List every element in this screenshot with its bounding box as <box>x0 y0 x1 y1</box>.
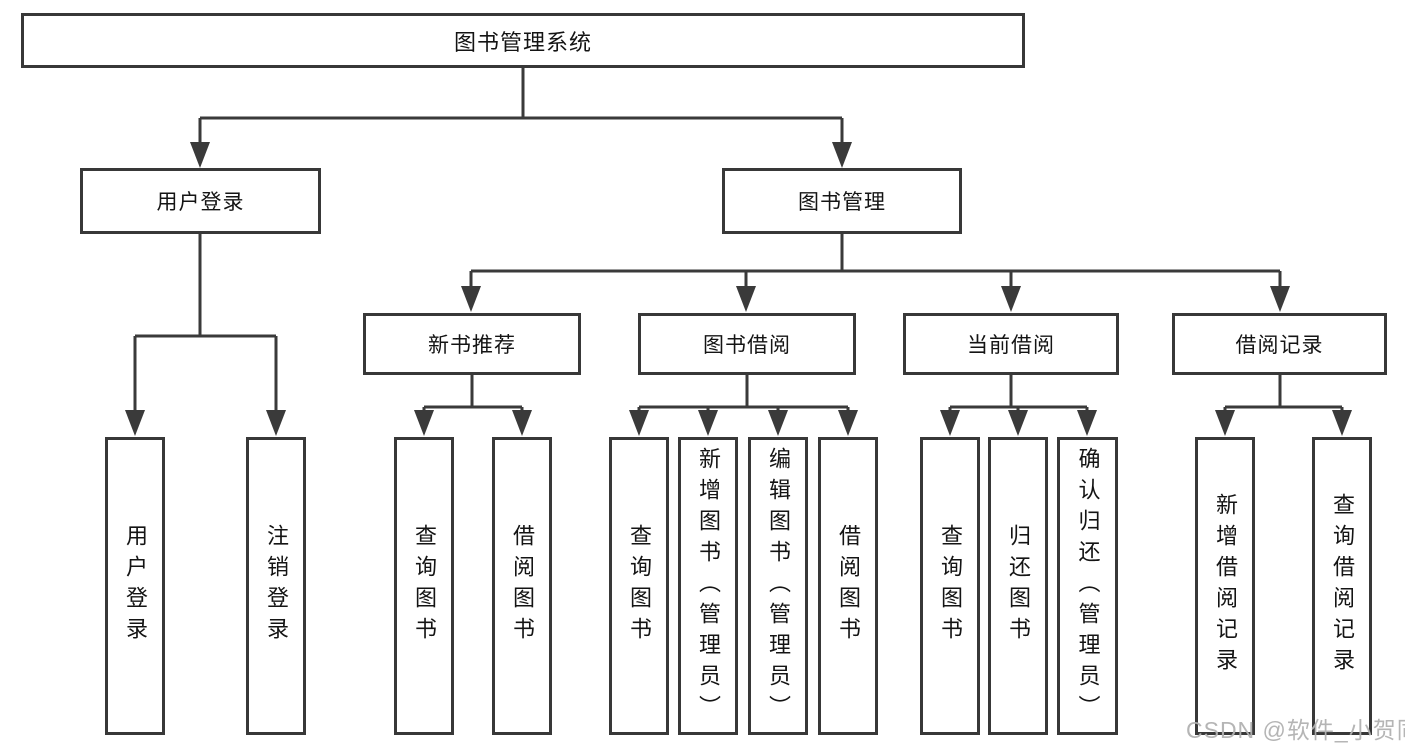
node-library-system: 图书管理系统 <box>21 13 1025 68</box>
leaf-query-book-recommend-label: 查询图书 <box>412 524 437 648</box>
leaf-query-borrow-record-label: 查询借阅记录 <box>1330 493 1355 679</box>
leaf-logout: 注销登录 <box>246 437 306 735</box>
leaf-add-borrow-record-label: 新增借阅记录 <box>1213 493 1238 679</box>
csdn-watermark: CSDN @软件_小贺同学 <box>1186 717 1405 743</box>
leaf-logout-label: 注销登录 <box>264 524 289 648</box>
node-new-book-recommend-label: 新书推荐 <box>428 334 516 357</box>
node-library-system-label: 图书管理系统 <box>453 29 592 55</box>
connector-userlogin-branch <box>133 234 278 412</box>
connector-newbook-branch <box>422 375 524 412</box>
connector-root-to-level2 <box>198 68 844 144</box>
leaf-query-book-borrow: 查询图书 <box>609 437 669 735</box>
leaf-add-book-admin: 新增图书（管理员） <box>678 437 738 735</box>
connector-borrow-branch <box>637 375 850 412</box>
node-user-login: 用户登录 <box>80 168 321 234</box>
connector-record-branch <box>1223 375 1344 412</box>
leaf-query-book-recommend: 查询图书 <box>394 437 454 735</box>
leaf-borrow-book-recommend: 借阅图书 <box>492 437 552 735</box>
leaf-query-book-current: 查询图书 <box>920 437 980 735</box>
leaf-borrow-book: 借阅图书 <box>818 437 878 735</box>
leaf-edit-book-admin: 编辑图书（管理员） <box>748 437 808 735</box>
leaf-borrow-book-label: 借阅图书 <box>836 524 861 648</box>
node-book-borrow-label: 图书借阅 <box>703 334 791 357</box>
connector-bookmgmt-branch <box>469 234 1282 288</box>
node-borrow-record: 借阅记录 <box>1172 313 1387 375</box>
leaf-query-book-borrow-label: 查询图书 <box>627 524 652 648</box>
arrowheads <box>125 142 1352 436</box>
leaf-confirm-return-admin-label: 确认归还（管理员） <box>1075 446 1101 726</box>
leaf-query-book-current-label: 查询图书 <box>938 524 963 648</box>
leaf-return-book: 归还图书 <box>988 437 1048 735</box>
node-new-book-recommend: 新书推荐 <box>363 313 581 375</box>
leaf-confirm-return-admin: 确认归还（管理员） <box>1057 437 1118 735</box>
node-borrow-record-label: 借阅记录 <box>1235 334 1324 357</box>
leaf-borrow-book-recommend-label: 借阅图书 <box>510 524 535 648</box>
node-user-login-label: 用户登录 <box>156 191 245 214</box>
leaf-return-book-label: 归还图书 <box>1006 524 1031 648</box>
leaf-user-login: 用户登录 <box>105 437 165 735</box>
leaf-edit-book-admin-label: 编辑图书（管理员） <box>766 446 791 726</box>
leaf-query-borrow-record: 查询借阅记录 <box>1312 437 1372 735</box>
node-current-borrow: 当前借阅 <box>903 313 1119 375</box>
node-book-management-label: 图书管理 <box>798 191 886 214</box>
leaf-add-book-admin-label: 新增图书（管理员） <box>696 446 721 726</box>
node-book-management: 图书管理 <box>722 168 962 234</box>
leaf-user-login-label: 用户登录 <box>123 524 148 648</box>
node-current-borrow-label: 当前借阅 <box>967 334 1055 357</box>
connector-current-branch <box>948 375 1089 412</box>
leaf-add-borrow-record: 新增借阅记录 <box>1195 437 1255 735</box>
node-book-borrow: 图书借阅 <box>638 313 856 375</box>
